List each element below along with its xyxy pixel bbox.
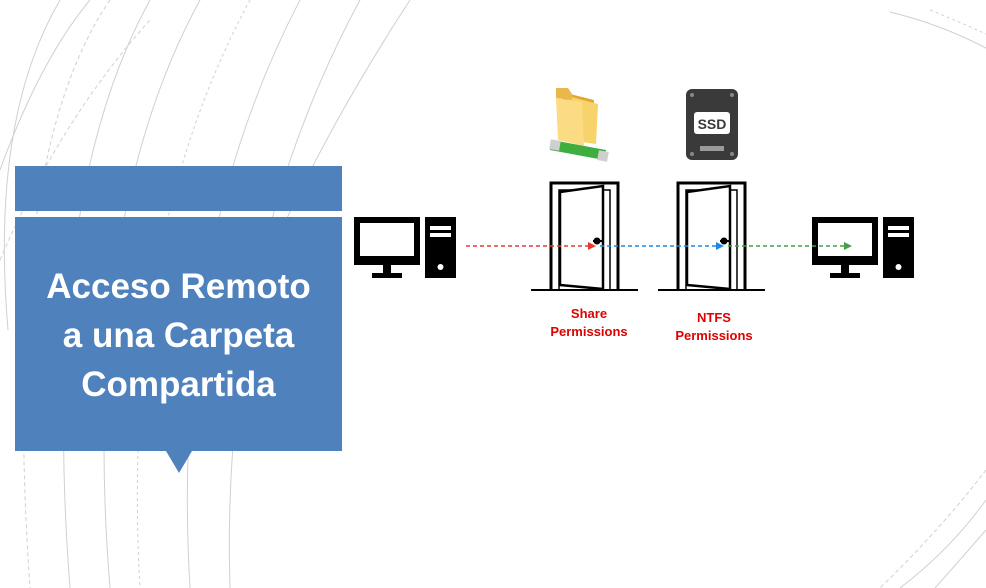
page-title: Acceso Remoto a una Carpeta Compartida <box>15 262 342 409</box>
share-access-arrow <box>466 242 596 250</box>
title-line: Compartida <box>81 365 276 404</box>
computer-icon <box>354 217 456 278</box>
caption-line: Permissions <box>675 328 753 343</box>
title-line: Acceso Remoto <box>46 267 311 306</box>
title-pointer <box>166 451 192 473</box>
title-box <box>15 217 342 451</box>
ssd-label: SSD <box>698 116 727 132</box>
door-icon <box>531 181 638 291</box>
computer-icon <box>812 217 914 278</box>
share-permissions-caption: Share Permissions <box>529 305 649 341</box>
ssd-icon: SSD <box>686 89 738 160</box>
granted-access-arrow <box>728 242 852 250</box>
caption-line: NTFS <box>697 310 731 325</box>
caption-line: Permissions <box>550 324 628 339</box>
caption-line: Share <box>570 306 608 321</box>
ntfs-permissions-caption: NTFS Permissions <box>654 309 774 345</box>
ntfs-access-arrow <box>600 242 724 250</box>
shared-folder-icon <box>549 88 609 162</box>
title-band <box>15 166 342 211</box>
title-line: a una Carpeta <box>62 316 295 355</box>
door-icon <box>658 181 765 291</box>
